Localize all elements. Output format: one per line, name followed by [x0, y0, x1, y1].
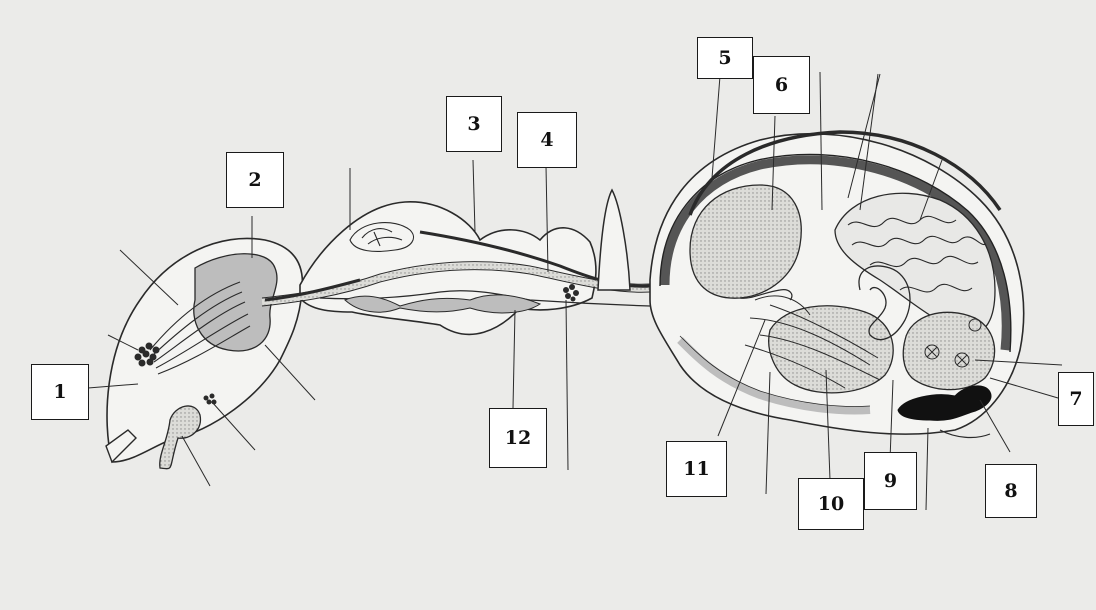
label-2: 2: [226, 152, 284, 208]
label-1: 1: [31, 364, 89, 420]
label-9: 9: [864, 452, 917, 510]
label-5: 5: [697, 37, 753, 79]
label-3: 3: [446, 96, 502, 152]
label-12: 12: [489, 408, 547, 468]
label-7: 7: [1058, 372, 1094, 426]
label-6: 6: [753, 56, 810, 114]
label-8: 8: [985, 464, 1037, 518]
label-11: 11: [666, 441, 727, 497]
petiole-node: [598, 190, 630, 290]
label-4: 4: [517, 112, 577, 168]
label-10: 10: [798, 478, 864, 530]
